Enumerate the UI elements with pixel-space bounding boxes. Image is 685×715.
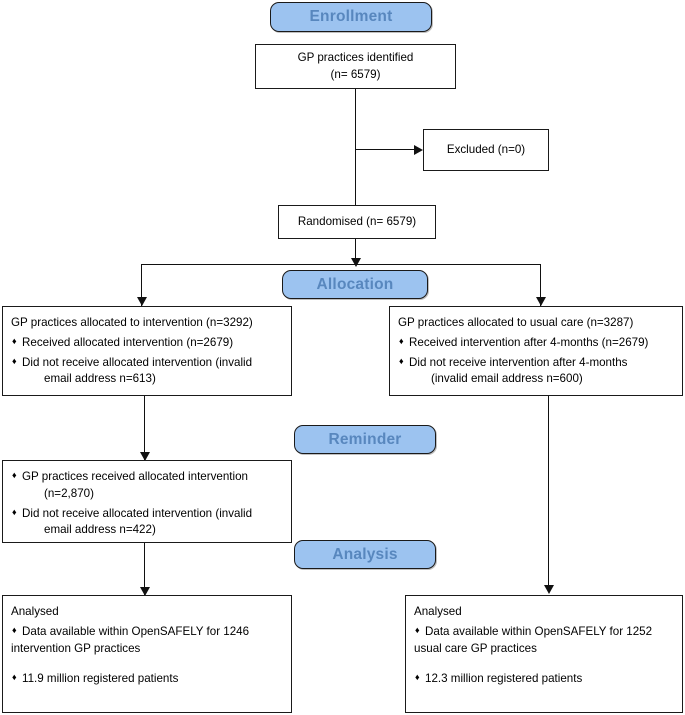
- stage-pill-analysis: Analysis: [294, 540, 436, 569]
- analysis-intervention-bullet-1-cont: intervention GP practices: [11, 641, 141, 655]
- connector-to-usualcare-box: [540, 264, 541, 306]
- analysis-usualcare-bullet-1-cont: usual care GP practices: [414, 641, 537, 655]
- arrowhead-intervention-to-reminder: [140, 452, 150, 461]
- box-reminder-received: GP practices received allocated interven…: [2, 460, 292, 543]
- stage-label-reminder: Reminder: [328, 430, 402, 448]
- stage-pill-enrollment: Enrollment: [270, 2, 432, 32]
- reminder-bullet-2: Did not receive allocated intervention (…: [11, 506, 282, 523]
- analysis-intervention-bullet-2: 11.9 million registered patients: [11, 671, 282, 688]
- analysis-intervention-spacer: [11, 657, 282, 668]
- usualcare-allocation-bullet-2-cont: (invalid email address n=600): [431, 372, 583, 386]
- intervention-allocation-bullet-2-cont: email address n=613): [44, 372, 156, 386]
- arrowhead-to-intervention-box: [137, 297, 147, 306]
- box-analysis-usualcare: Analysed Data available within OpenSAFEL…: [405, 595, 683, 713]
- box-intervention-allocation: GP practices allocated to intervention (…: [2, 306, 292, 396]
- identified-line-1: GP practices identified: [297, 50, 414, 64]
- analysis-usualcare-bullet-2: 12.3 million registered patients: [414, 671, 673, 688]
- stage-label-analysis: Analysis: [332, 545, 398, 563]
- stage-pill-reminder: Reminder: [294, 425, 436, 454]
- usualcare-allocation-heading: GP practices allocated to usual care (n=…: [398, 316, 634, 329]
- excluded-line-1: Excluded (n=0): [446, 142, 526, 156]
- reminder-bullet-1-cont: (n=2,870): [44, 486, 94, 500]
- intervention-allocation-heading: GP practices allocated to intervention (…: [11, 316, 253, 329]
- arrowhead-to-usualcare-box: [536, 297, 546, 306]
- connector-allocation-split-bar: [141, 264, 541, 265]
- arrowhead-randomised-stem: [351, 258, 361, 267]
- analysis-usualcare-spacer: [414, 657, 673, 668]
- analysis-intervention-heading: Analysed: [11, 605, 59, 618]
- box-excluded: Excluded (n=0): [423, 129, 549, 171]
- stage-pill-allocation: Allocation: [282, 270, 428, 299]
- analysis-intervention-bullet-1: Data available within OpenSAFELY for 124…: [11, 624, 282, 641]
- usualcare-allocation-bullet-2: Did not receive intervention after 4-mon…: [398, 355, 673, 372]
- intervention-allocation-bullet-1: Received allocated intervention (n=2679): [11, 335, 282, 352]
- analysis-usualcare-heading: Analysed: [414, 605, 462, 618]
- box-usualcare-allocation: GP practices allocated to usual care (n=…: [389, 306, 683, 396]
- reminder-bullet-1: GP practices received allocated interven…: [11, 469, 282, 486]
- arrowhead-usualcare-to-analysis: [544, 585, 554, 594]
- stage-label-enrollment: Enrollment: [309, 8, 393, 25]
- connector-to-intervention-box: [141, 264, 142, 306]
- usualcare-allocation-bullet-1: Received intervention after 4-months (n=…: [398, 335, 673, 352]
- reminder-bullet-2-cont: email address n=422): [44, 523, 156, 537]
- intervention-allocation-bullet-2: Did not receive allocated intervention (…: [11, 355, 282, 372]
- randomised-line-1: Randomised (n= 6579): [297, 214, 417, 228]
- arrowhead-reminder-to-analysis: [140, 587, 150, 596]
- connector-intervention-to-reminder: [144, 396, 145, 460]
- connector-identified-to-excluded: [355, 149, 415, 150]
- connector-identified-to-randomised: [355, 89, 356, 205]
- connector-randomised-stem: [355, 239, 356, 265]
- identified-line-2: (n= 6579): [330, 67, 381, 81]
- stage-label-allocation: Allocation: [316, 275, 394, 293]
- analysis-usualcare-bullet-1: Data available within OpenSAFELY for 125…: [414, 624, 673, 641]
- arrowhead-to-excluded: [414, 145, 423, 155]
- connector-reminder-to-analysis: [144, 543, 145, 595]
- box-analysis-intervention: Analysed Data available within OpenSAFEL…: [2, 595, 292, 713]
- connector-usualcare-to-analysis: [548, 396, 549, 592]
- box-randomised: Randomised (n= 6579): [278, 205, 436, 239]
- box-gp-practices-identified: GP practices identified (n= 6579): [255, 44, 456, 89]
